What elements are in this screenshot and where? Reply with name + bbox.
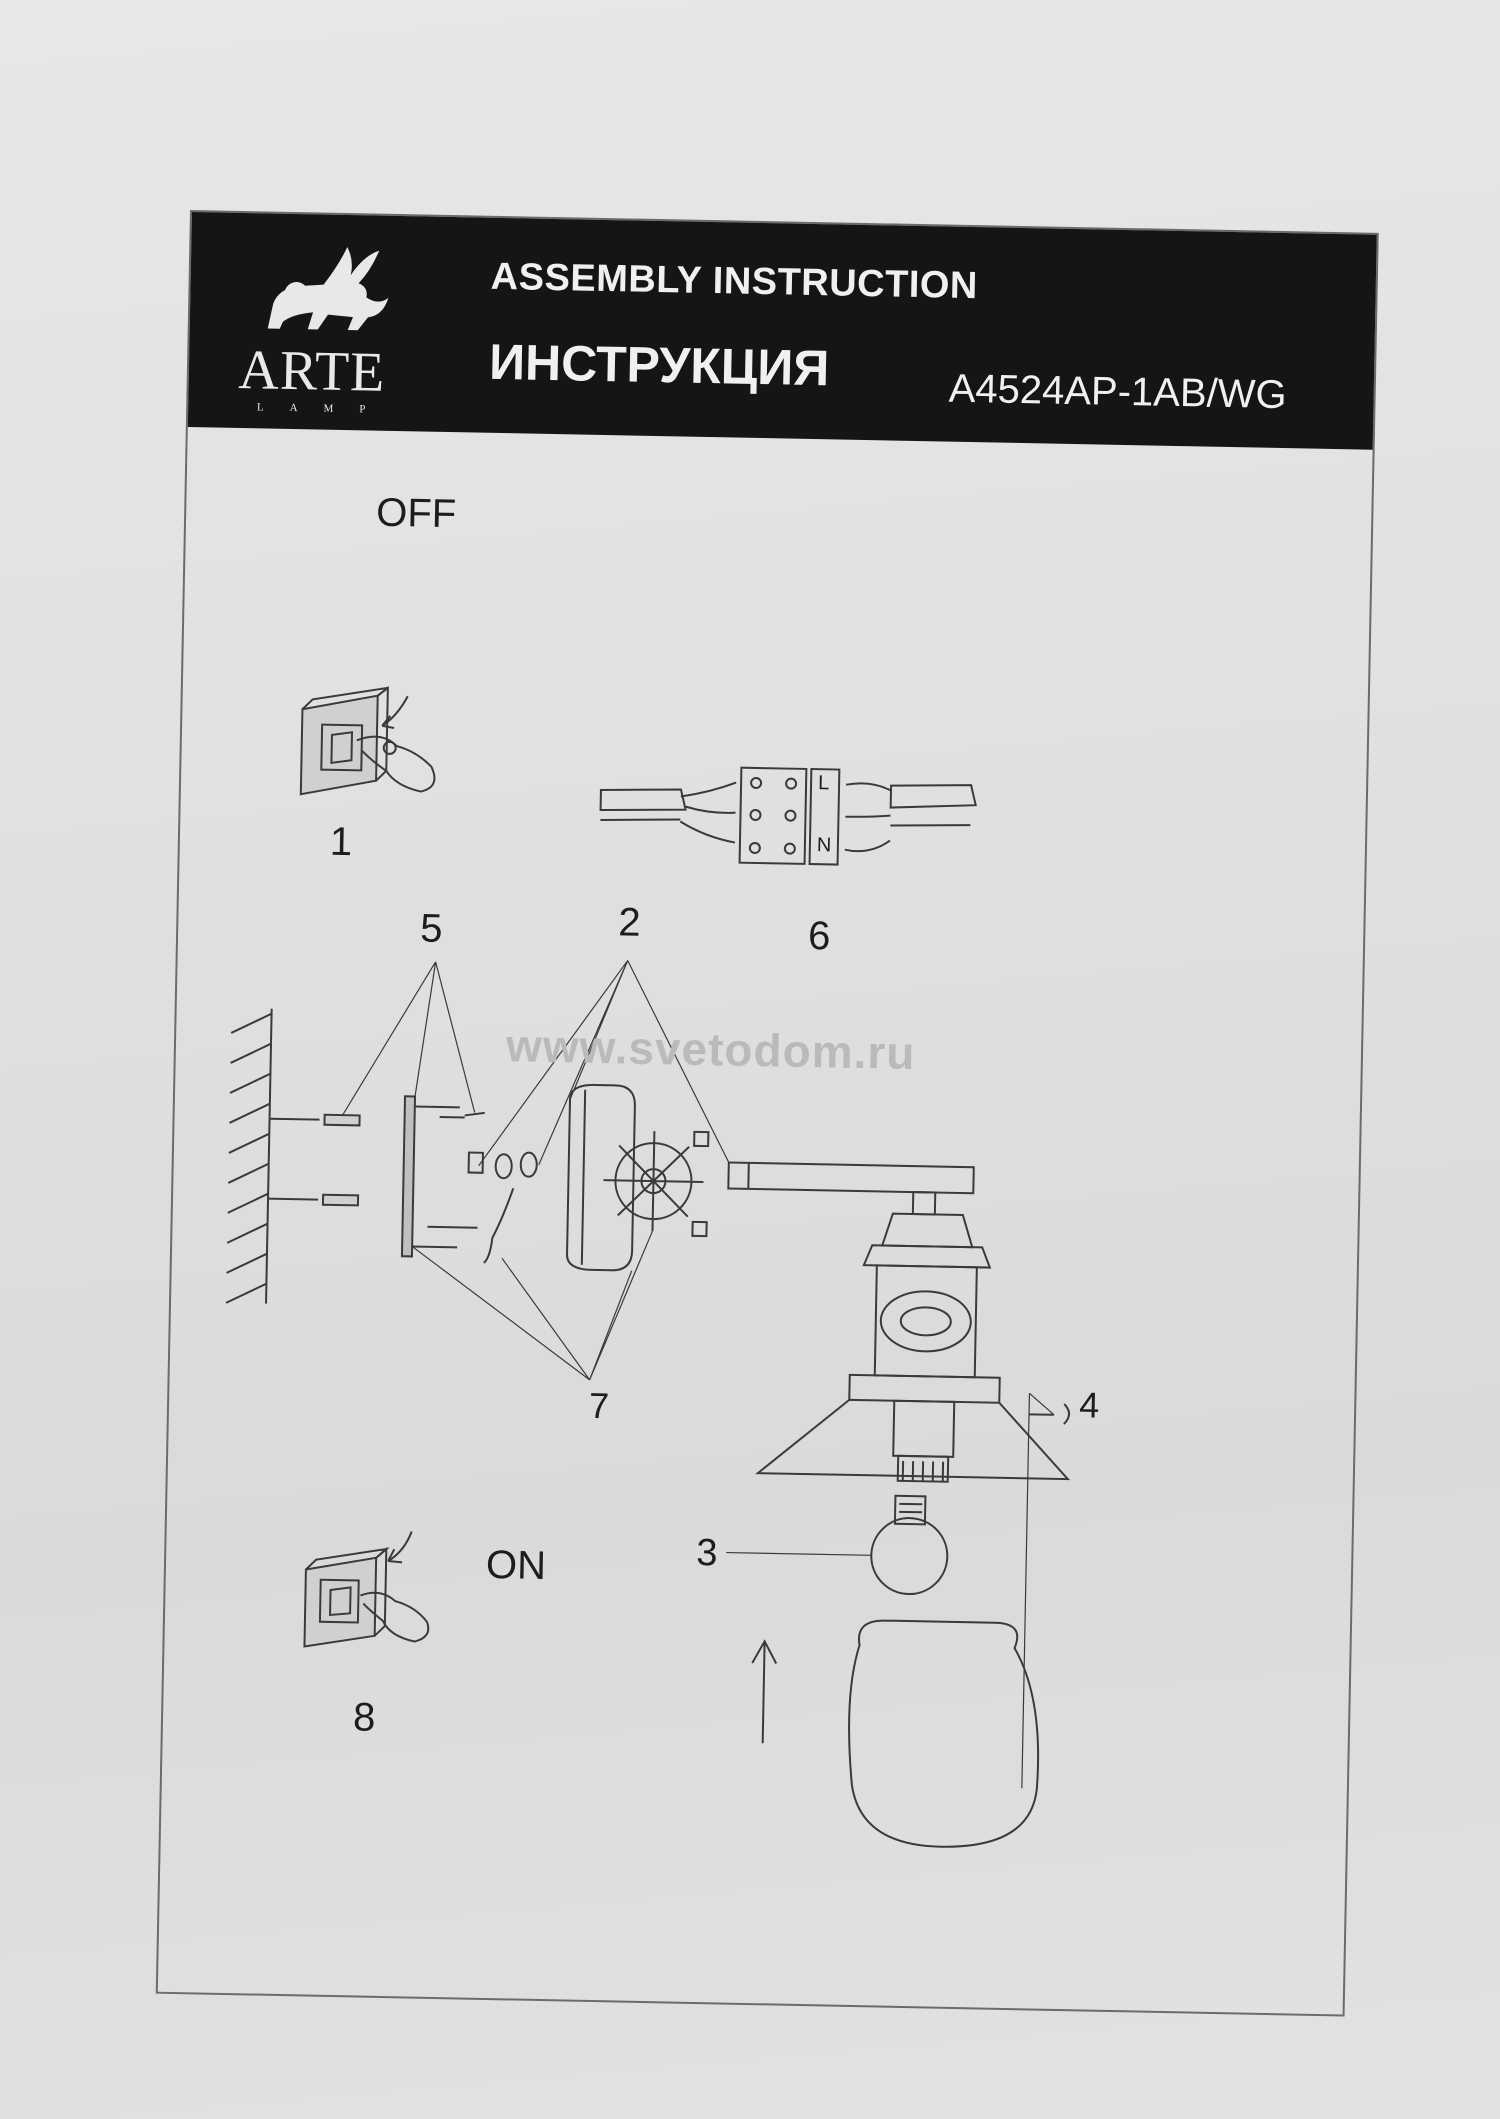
assembly-diagram [225, 685, 1071, 1848]
wiring-terminal-icon [599, 766, 977, 866]
set-screw-icon [1029, 1403, 1071, 1425]
step-1-number: 1 [329, 819, 353, 865]
mounting-bar-icon [400, 1095, 485, 1258]
winged-lion-icon [267, 247, 389, 331]
watermark-text: www.svetodom.ru [505, 1019, 916, 1080]
leader-lines [342, 960, 1055, 1789]
wire-n-label: N [816, 834, 832, 857]
off-label: OFF [375, 490, 457, 537]
arte-logo: ARTE LAMP [226, 233, 400, 426]
instruction-sheet: ARTE LAMP ASSEMBLY INSTRUCTION ИНСТРУКЦИ… [155, 210, 1379, 2017]
lamp-body-icon [755, 1212, 1071, 1483]
step-6-number: 6 [807, 914, 831, 959]
canopy-icon [566, 1083, 636, 1272]
step-2-number: 2 [617, 900, 642, 945]
wall-plugs-icon [321, 1113, 361, 1207]
step-8-number: 8 [352, 1695, 376, 1740]
step-5-number: 5 [419, 906, 443, 951]
switch-off-icon [299, 685, 436, 796]
step-4-number: 4 [1078, 1384, 1100, 1426]
glass-shade-icon [751, 1619, 1040, 1848]
wall-icon [225, 1008, 320, 1304]
ship-wheel-icon [603, 1130, 710, 1238]
nuts-and-wire-icon [467, 1151, 538, 1264]
step-3-number: 3 [695, 1531, 718, 1575]
header-bar: ARTE LAMP ASSEMBLY INSTRUCTION ИНСТРУКЦИ… [187, 212, 1377, 450]
wire-l-label: L [817, 772, 830, 795]
light-bulb-icon [870, 1494, 949, 1596]
on-label: ON [485, 1542, 547, 1589]
step-7-number: 7 [588, 1384, 610, 1427]
switch-on-icon [303, 1531, 430, 1648]
lamp-arm-icon [727, 1161, 975, 1216]
